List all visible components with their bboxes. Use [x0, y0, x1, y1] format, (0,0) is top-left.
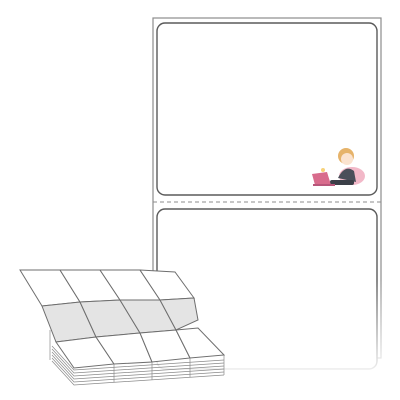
label-top	[156, 22, 378, 196]
fanfold-stack-edges	[49, 330, 225, 386]
fanfold-stack	[19, 269, 226, 386]
label-roll	[150, 17, 386, 380]
person-at-laptop-icon	[312, 148, 365, 186]
fanfold-top-flap	[19, 269, 195, 307]
